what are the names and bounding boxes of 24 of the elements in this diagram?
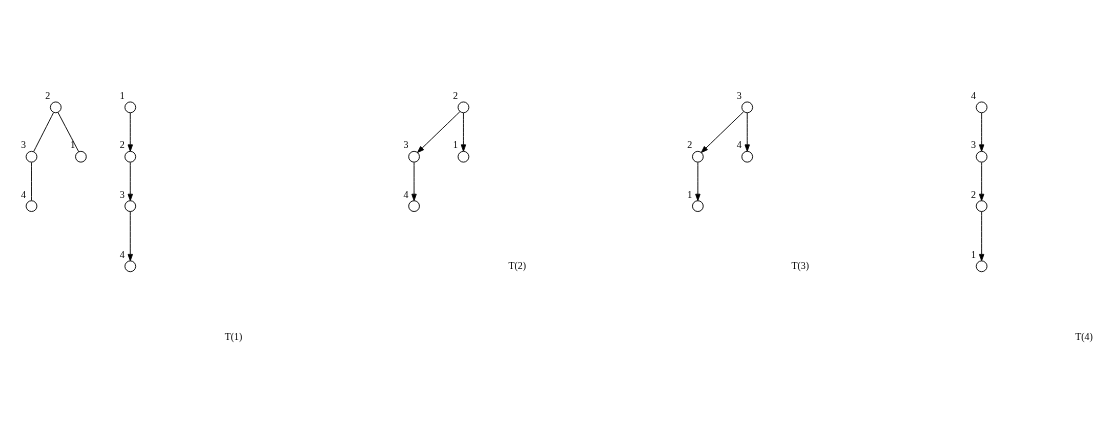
label: T(4): [1075, 330, 1093, 342]
node-label: 2: [687, 138, 693, 150]
node-label: 3: [736, 89, 742, 101]
node-label: 2: [119, 138, 125, 150]
node-label: 2: [971, 188, 977, 200]
label: T(1): [224, 330, 243, 342]
node-label: 1: [687, 188, 693, 200]
node-label: 2: [45, 89, 51, 101]
node-label: 3: [403, 138, 409, 150]
node-label: 1: [452, 138, 458, 150]
node-label: 4: [119, 248, 125, 260]
label: T(3): [791, 259, 809, 271]
node-label: 4: [403, 188, 409, 200]
node-label: 3: [119, 188, 125, 200]
node-label: 2: [452, 89, 458, 101]
node-label: 4: [736, 138, 742, 150]
node-label: 4: [20, 188, 26, 200]
node-label: 4: [971, 89, 977, 101]
node-label: 3: [971, 138, 977, 150]
node-label: 1: [971, 248, 977, 260]
label: T(2): [508, 259, 527, 271]
node-label: 3: [20, 138, 26, 150]
node-label: 1: [70, 138, 76, 150]
node-label: 1: [119, 89, 125, 101]
